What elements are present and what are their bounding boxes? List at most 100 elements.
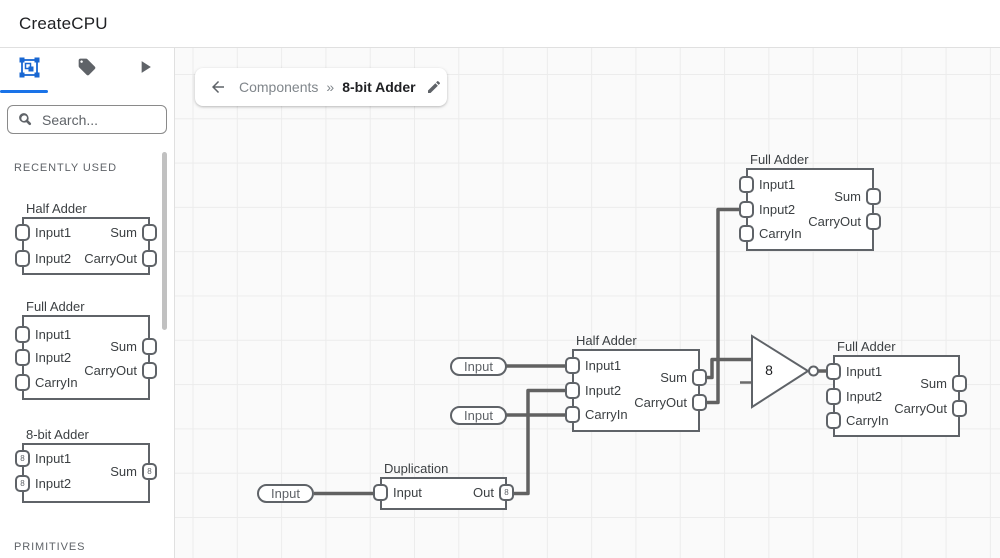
node-half-adder[interactable]: Half Adder Input1 Input2 CarryIn Sum Car…	[565, 333, 707, 432]
port-carryin[interactable]	[15, 374, 30, 391]
node-title: Duplication	[384, 461, 449, 476]
port-input2[interactable]	[15, 250, 30, 267]
port-input[interactable]	[373, 484, 388, 501]
section-primitives: PRIMITIVES	[14, 541, 86, 553]
port-label: CarryIn	[35, 375, 78, 390]
port-label: Sum	[920, 376, 947, 391]
template-title: 8-bit Adder	[26, 427, 89, 442]
port-sum-8bit[interactable]: 8	[142, 463, 157, 480]
port-label: Input2	[585, 383, 622, 398]
port-input2[interactable]	[739, 201, 754, 218]
port-label: Input1	[35, 451, 72, 466]
port-label: Input1	[585, 358, 622, 373]
tab-tags[interactable]	[58, 48, 116, 91]
breadcrumb-separator: »	[326, 79, 335, 95]
input-node[interactable]: Input	[257, 484, 314, 503]
canvas[interactable]: 8 Components » 8-bit Adder Full Adder In…	[175, 48, 1000, 558]
active-tab-indicator	[0, 90, 48, 93]
template-8bit-adder[interactable]: 8-bit Adder 8 8 8 Input1 Input2 Sum	[15, 427, 157, 503]
input-node[interactable]: Input	[450, 357, 507, 376]
port-label: Input1	[846, 364, 883, 379]
sidebar-tabs	[0, 48, 174, 91]
port-input2[interactable]	[826, 388, 841, 405]
gate-width-label: 8	[765, 362, 773, 378]
port-sum[interactable]	[142, 338, 157, 355]
port-label: Input2	[35, 350, 72, 365]
template-title: Full Adder	[26, 299, 85, 314]
port-carryout[interactable]	[866, 213, 881, 230]
port-input1[interactable]	[15, 326, 30, 343]
buffer-gate[interactable]	[751, 334, 810, 409]
breadcrumb: Components » 8-bit Adder	[195, 68, 447, 106]
node-full-adder-right[interactable]: Full Adder Input1 Input2 CarryIn Sum Car…	[826, 339, 967, 437]
back-arrow-icon[interactable]	[209, 78, 227, 96]
breadcrumb-parent[interactable]: Components	[239, 79, 319, 95]
sidebar-scrollbar[interactable]	[162, 152, 167, 330]
wire[interactable]	[705, 207, 741, 405]
node-duplication[interactable]: Duplication 8 Input Out	[373, 461, 514, 510]
search-box[interactable]	[7, 105, 167, 134]
port-carryout[interactable]	[142, 362, 157, 379]
app-header: CreateCPU	[0, 0, 1000, 48]
template-half-adder[interactable]: Half Adder Input1 Input2 Sum CarryOut	[15, 201, 157, 275]
port-label: Sum	[834, 189, 861, 204]
edit-pencil-icon[interactable]	[426, 79, 442, 95]
port-carryout[interactable]	[952, 400, 967, 417]
port-label: CarryOut	[84, 363, 137, 378]
port-sum[interactable]	[142, 224, 157, 241]
port-input2-8bit[interactable]: 8	[15, 475, 30, 492]
port-label: CarryIn	[759, 226, 802, 241]
port-out-8bit[interactable]: 8	[499, 484, 514, 501]
port-label: Input2	[846, 389, 883, 404]
port-label: CarryOut	[634, 395, 687, 410]
wire[interactable]	[705, 357, 752, 380]
port-carryin[interactable]	[565, 406, 580, 423]
app-title: CreateCPU	[19, 13, 108, 33]
node-title: Full Adder	[837, 339, 896, 354]
port-input2[interactable]	[15, 349, 30, 366]
gate-bubble[interactable]	[808, 365, 819, 377]
port-input2[interactable]	[565, 382, 580, 399]
port-sum[interactable]	[866, 188, 881, 205]
tag-icon	[77, 57, 97, 82]
port-label: Input1	[35, 327, 72, 342]
port-sum[interactable]	[692, 369, 707, 386]
port-input1[interactable]	[739, 176, 754, 193]
port-label: Sum	[110, 464, 137, 479]
port-carryin[interactable]	[739, 225, 754, 242]
tab-components[interactable]	[0, 48, 58, 91]
node-title: Full Adder	[750, 152, 809, 167]
port-label: Sum	[110, 225, 137, 240]
wire[interactable]	[508, 388, 566, 496]
tab-simulate[interactable]	[116, 48, 174, 91]
node-title: Half Adder	[576, 333, 637, 348]
port-label: CarryOut	[808, 214, 861, 229]
port-input1-8bit[interactable]: 8	[15, 450, 30, 467]
port-label: Input	[393, 485, 422, 500]
port-label: Input2	[759, 202, 796, 217]
search-input[interactable]	[42, 111, 152, 128]
play-icon	[135, 57, 155, 82]
sidebar: RECENTLY USED Half Adder Input1 Input2 S…	[0, 48, 175, 558]
port-label: Input2	[35, 251, 72, 266]
port-label: Input2	[35, 476, 72, 491]
template-title: Half Adder	[26, 201, 87, 216]
port-input1[interactable]	[565, 357, 580, 374]
port-label: CarryOut	[894, 401, 947, 416]
input-node[interactable]: Input	[450, 406, 507, 425]
breadcrumb-current: 8-bit Adder	[342, 79, 416, 95]
port-label: Input1	[759, 177, 796, 192]
node-full-adder-top[interactable]: Full Adder Input1 Input2 CarryIn Sum Car…	[739, 152, 881, 251]
template-full-adder[interactable]: Full Adder Input1 Input2 CarryIn Sum Car…	[15, 299, 157, 400]
port-input1[interactable]	[826, 363, 841, 380]
port-carryout[interactable]	[142, 250, 157, 267]
port-label: Sum	[110, 339, 137, 354]
port-sum[interactable]	[952, 375, 967, 392]
port-carryin[interactable]	[826, 412, 841, 429]
port-carryout[interactable]	[692, 394, 707, 411]
port-label: CarryIn	[585, 407, 628, 422]
component-icon	[19, 57, 40, 83]
port-input1[interactable]	[15, 224, 30, 241]
port-label: Input1	[35, 225, 72, 240]
wires-layer	[314, 207, 831, 496]
